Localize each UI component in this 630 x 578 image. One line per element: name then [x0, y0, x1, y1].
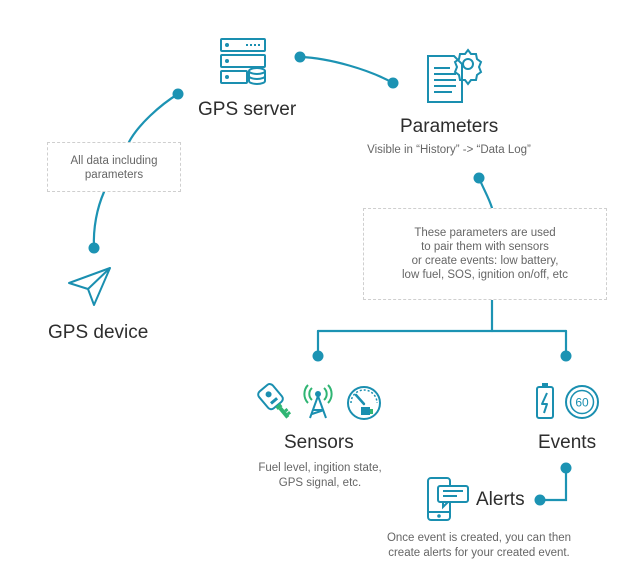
- navigation-arrow-icon: [68, 267, 111, 306]
- speed-limit-icon: 60: [565, 385, 599, 419]
- connector-dot: [560, 350, 572, 362]
- connector-dot: [172, 88, 184, 100]
- events-title: Events: [538, 432, 597, 453]
- battery-icon: [536, 383, 554, 419]
- alerts-title: Alerts: [476, 489, 525, 510]
- phone-message-icon: [427, 477, 469, 521]
- key-fob-icon: [257, 383, 292, 419]
- speed-limit-value: 60: [575, 396, 589, 410]
- connector-dot: [294, 51, 306, 63]
- connector-dot: [88, 242, 100, 254]
- connector-dot: [387, 77, 399, 89]
- sensors-subtitle: Fuel level, ingition state, GPS signal, …: [258, 462, 382, 489]
- data-note: All data including parameters: [47, 142, 181, 192]
- parameters-title: Parameters: [400, 116, 499, 137]
- gps-device-title: GPS device: [48, 322, 149, 343]
- gps-server-title: GPS server: [198, 99, 297, 120]
- fuel-gauge-icon: [347, 386, 381, 420]
- connector-dot: [473, 172, 485, 184]
- signal-tower-icon: [303, 384, 333, 419]
- document-gear-icon: [427, 48, 483, 103]
- parameters-use-note: These parameters are used to pair them w…: [363, 208, 607, 300]
- server-icon: [220, 38, 266, 85]
- connector-dot: [534, 494, 546, 506]
- alerts-subtitle: Once event is created, you can then crea…: [386, 532, 572, 559]
- parameters-subtitle: Visible in “History” -> “Data Log”: [367, 144, 531, 156]
- connector-dot: [312, 350, 324, 362]
- connector-dot: [560, 462, 572, 474]
- sensors-title: Sensors: [284, 432, 354, 453]
